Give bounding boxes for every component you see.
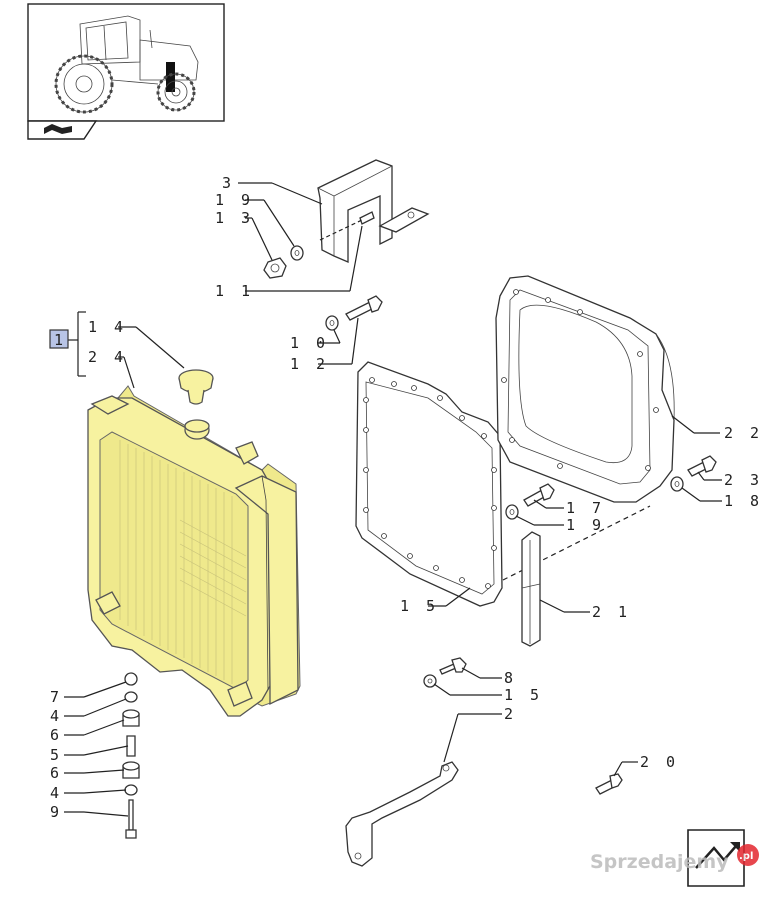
watermark-badge-text: .pl [739,851,753,862]
washer-part-19 [290,245,304,261]
callout-22: 2 2 [724,424,763,442]
washer-part-7 [124,672,138,686]
callout-18: 1 8 [724,492,763,510]
radiator-cap-part-14 [178,369,214,405]
nut-part-13 [263,257,287,279]
strip-part-21 [521,531,541,647]
bolt-part-10 [345,295,383,321]
callout-11: 1 1 [215,282,254,300]
callout-13: 1 3 [215,209,254,227]
callout-15b: 1 5 [504,686,543,704]
callout-23: 2 3 [724,471,763,489]
bolt-part-8 [439,657,467,675]
support-arm-part-2 [345,761,459,867]
callout-labels: 3 1 9 1 3 1 1 1 4 2 4 1 0 1 2 2 2 2 3 1 … [50,174,763,821]
callout-5: 5 [50,746,63,764]
radiator-part-24 [87,385,301,717]
watermark: Sprzedajemy .pl [590,844,759,873]
washer-part-18 [670,476,684,492]
callout-17: 1 7 [566,499,605,517]
callout-19: 1 9 [215,191,254,209]
washer-part-4a [124,691,138,703]
callout-20: 2 0 [640,753,679,771]
gasket-part-15 [355,361,503,607]
group-box-label: 1 [54,331,63,349]
callout-3: 3 [222,174,235,192]
watermark-badge [737,844,759,866]
bracket-part-3 [317,159,430,263]
callout-9: 9 [50,803,63,821]
callout-7: 7 [50,688,63,706]
callout-2: 2 [504,705,517,723]
callout-6a: 6 [50,726,63,744]
callout-24: 2 4 [88,348,127,366]
group-box-1[interactable]: 1 [49,329,69,349]
washer-part-12 [325,315,339,331]
spacer-part-5 [126,735,136,757]
leader-lines [64,182,722,817]
washer-part-19b [505,504,519,520]
bolt-part-9 [128,799,134,831]
callout-19b: 1 9 [566,516,605,534]
washer-part-15b [423,674,437,688]
callout-8: 8 [504,669,517,687]
callout-4a: 4 [50,707,63,725]
bolt-part-23 [687,455,717,477]
watermark-text: Sprzedajemy [590,851,729,873]
callout-12: 1 2 [290,355,329,373]
callout-6b: 6 [50,764,63,782]
washer-part-4b [124,784,138,796]
book-arrow-icon[interactable] [27,120,98,140]
callout-21: 2 1 [592,603,631,621]
mount-stack [122,672,140,839]
callout-10: 1 0 [290,334,329,352]
callout-15: 1 5 [400,597,439,615]
fan-shroud-part-22 [495,275,675,503]
bolt-part-17 [523,483,555,507]
callout-4b: 4 [50,784,63,802]
next-page-arrow-icon[interactable] [687,829,745,887]
tractor-thumbnail-icon[interactable] [27,3,225,122]
callout-14: 1 4 [88,318,127,336]
bolt-part-20 [595,773,623,795]
